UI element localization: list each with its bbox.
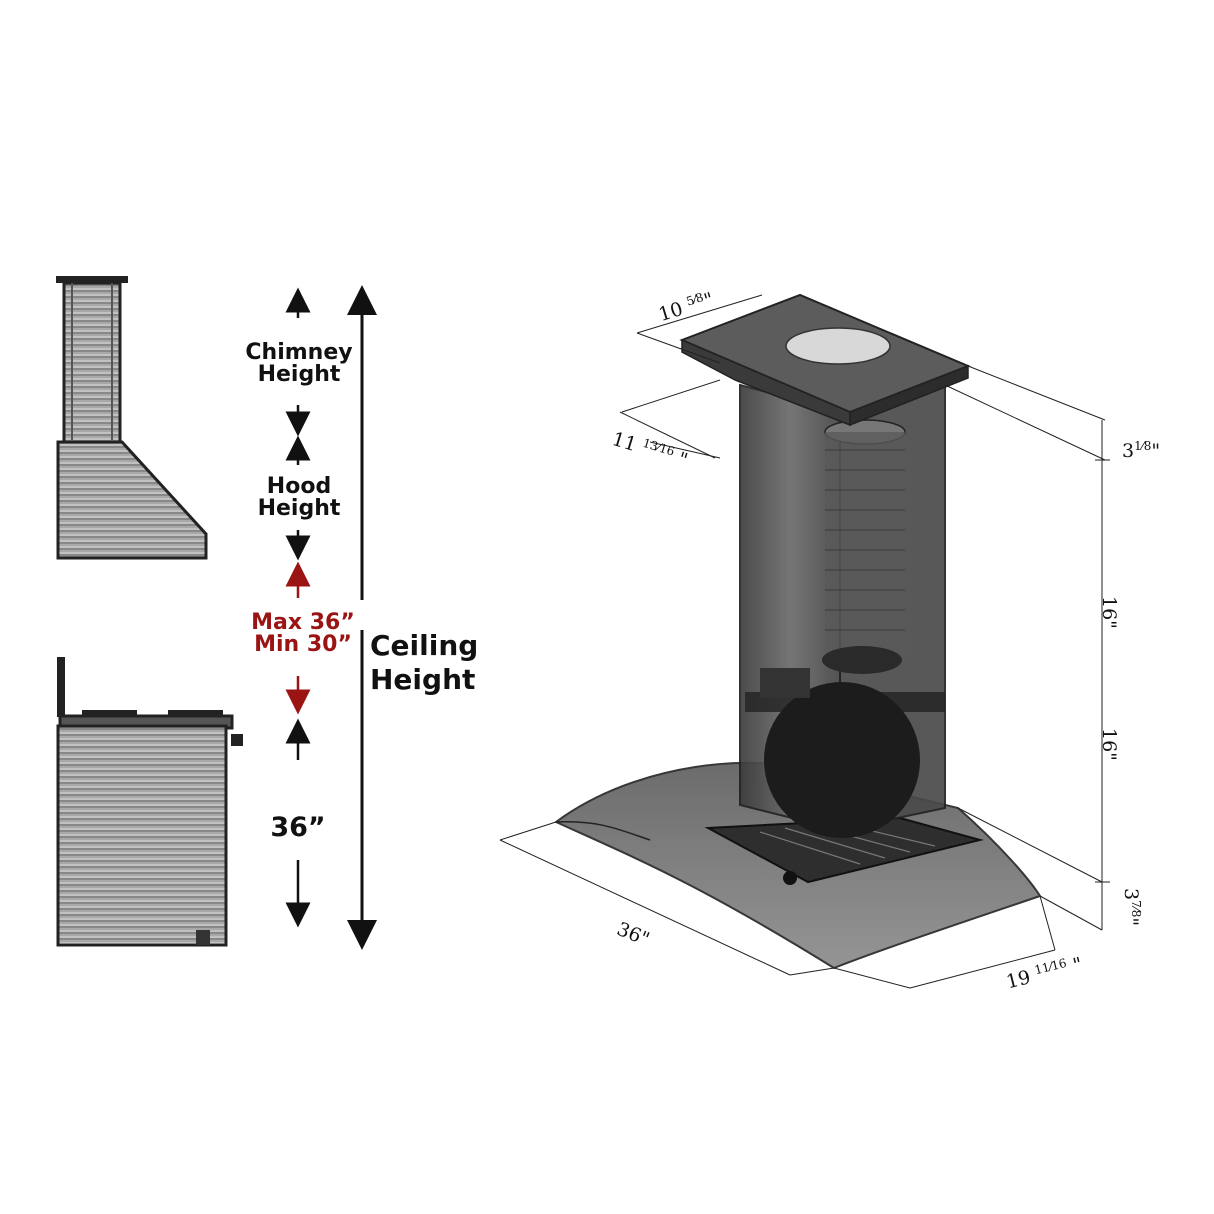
canopy-height-unit: " — [1120, 917, 1142, 927]
ceiling-height-line2: Height — [370, 663, 476, 696]
counter-height-label: 36” — [270, 812, 326, 843]
top-trim-unit: " — [1151, 440, 1161, 462]
mounting-clearance-label: Max 36” Min 30” — [246, 612, 360, 656]
clearance-arrows — [285, 285, 377, 950]
hood-height-label: Hood Height — [244, 476, 354, 520]
ceiling-height-line1: Ceiling — [370, 629, 479, 662]
canopy-height-frac: 7⁄8 — [1129, 900, 1143, 918]
island-hood-render — [554, 293, 1042, 970]
canopy-height-dimension: 37⁄8" — [1120, 888, 1143, 927]
top-trim-frac: 1⁄8 — [1134, 439, 1152, 453]
top-trim-dimension: 31⁄8" — [1122, 439, 1161, 462]
chimney-height-line1: Chimney — [245, 340, 353, 365]
dimension-lines — [499, 294, 1110, 989]
chimney-upper-dimension: 16" — [1098, 596, 1120, 629]
chimney-height-line2: Height — [257, 362, 341, 387]
ceiling-height-label: Ceiling Height — [370, 632, 490, 694]
canopy-height-whole: 3 — [1120, 888, 1142, 901]
chimney-height-label: Chimney Height — [244, 342, 354, 386]
max-clearance-label: Max 36” — [251, 610, 355, 635]
hood-height-line2: Height — [257, 496, 341, 521]
hood-side-profile — [56, 276, 208, 560]
hood-height-line1: Hood — [266, 474, 332, 499]
top-trim-whole: 3 — [1122, 440, 1135, 462]
min-clearance-label: Min 30” — [254, 632, 352, 657]
chimney-lower-dimension: 16" — [1098, 728, 1120, 761]
range-side-profile — [56, 657, 243, 947]
